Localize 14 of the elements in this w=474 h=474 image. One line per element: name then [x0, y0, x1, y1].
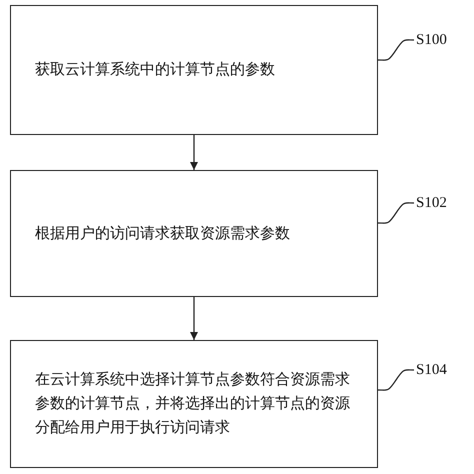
step-number: S100	[416, 30, 447, 50]
step-text: 在云计算系统中选择计算节点参数符合资源需求参数的计算节点，并将选择出的计算节点的资源分配给用户用于执行访问请求	[35, 370, 351, 438]
step-number: S104	[416, 360, 447, 380]
process-box	[10, 340, 378, 468]
process-box	[10, 170, 378, 297]
arrow	[190, 297, 198, 340]
leader-line	[378, 39, 414, 61]
step-number: S102	[416, 193, 447, 213]
arrow	[190, 135, 198, 170]
step-text: 根据用户的访问请求获取资源需求参数	[35, 224, 290, 244]
leader-line	[378, 202, 414, 224]
process-box	[10, 5, 378, 135]
step-text: 获取云计算系统中的计算节点的参数	[35, 60, 275, 80]
leader-line	[378, 369, 414, 391]
